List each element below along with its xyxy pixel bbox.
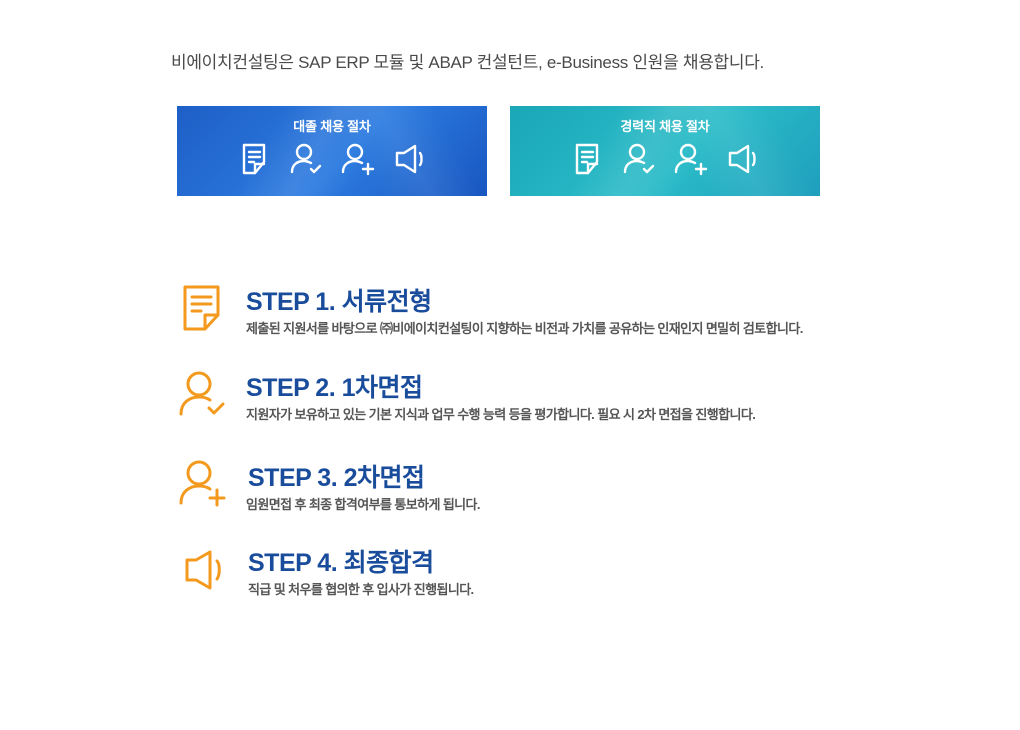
megaphone-icon [178, 545, 228, 595]
user-check-icon [621, 142, 657, 176]
document-icon [178, 284, 228, 334]
user-check-icon [288, 142, 324, 176]
experienced-process-card[interactable]: 경력직 채용 절차 [510, 106, 820, 196]
step-title: STEP 4. 최종합격 [248, 549, 434, 577]
user-add-icon [178, 460, 228, 510]
step-description: 임원면접 후 최종 합격여부를 통보하게 됩니다. [246, 497, 481, 512]
user-add-icon [673, 142, 709, 176]
step-title: STEP 3. 2차면접 [248, 464, 425, 492]
step-title: STEP 1. 서류전형 [246, 288, 432, 316]
card-icons [510, 142, 820, 176]
step-description: 제출된 지원서를 바탕으로 ㈜비에이치컨설팅이 지향하는 비전과 가치를 공유하… [246, 321, 803, 336]
card-icons [177, 142, 487, 176]
card-title: 대졸 채용 절차 [293, 119, 371, 134]
user-add-icon [340, 142, 376, 176]
megaphone-icon [392, 142, 428, 176]
step-description: 지원자가 보유하고 있는 기본 지식과 업무 수행 능력 등을 평가합니다. 필… [246, 407, 756, 422]
step-4: STEP 4. 최종합격 직급 및 처우를 협의한 후 입사가 진행됩니다. [178, 545, 898, 615]
intro-text: 비에이치컨설팅은 SAP ERP 모듈 및 ABAP 컨설턴트, e-Busin… [171, 53, 764, 72]
step-title: STEP 2. 1차면접 [246, 374, 423, 402]
step-3: STEP 3. 2차면접 임원면접 후 최종 합격여부를 통보하게 됩니다. [178, 460, 898, 530]
document-icon [569, 142, 605, 176]
step-2: STEP 2. 1차면접 지원자가 보유하고 있는 기본 지식과 업무 수행 능… [178, 370, 898, 440]
user-check-icon [178, 370, 228, 420]
card-background [177, 106, 487, 196]
card-title: 경력직 채용 절차 [620, 119, 710, 134]
step-1: STEP 1. 서류전형 제출된 지원서를 바탕으로 ㈜비에이치컨설팅이 지향하… [178, 284, 898, 354]
document-icon [236, 142, 272, 176]
card-background [510, 106, 820, 196]
new-graduate-process-card[interactable]: 대졸 채용 절차 [177, 106, 487, 196]
megaphone-icon [725, 142, 761, 176]
step-description: 직급 및 처우를 협의한 후 입사가 진행됩니다. [248, 582, 474, 597]
